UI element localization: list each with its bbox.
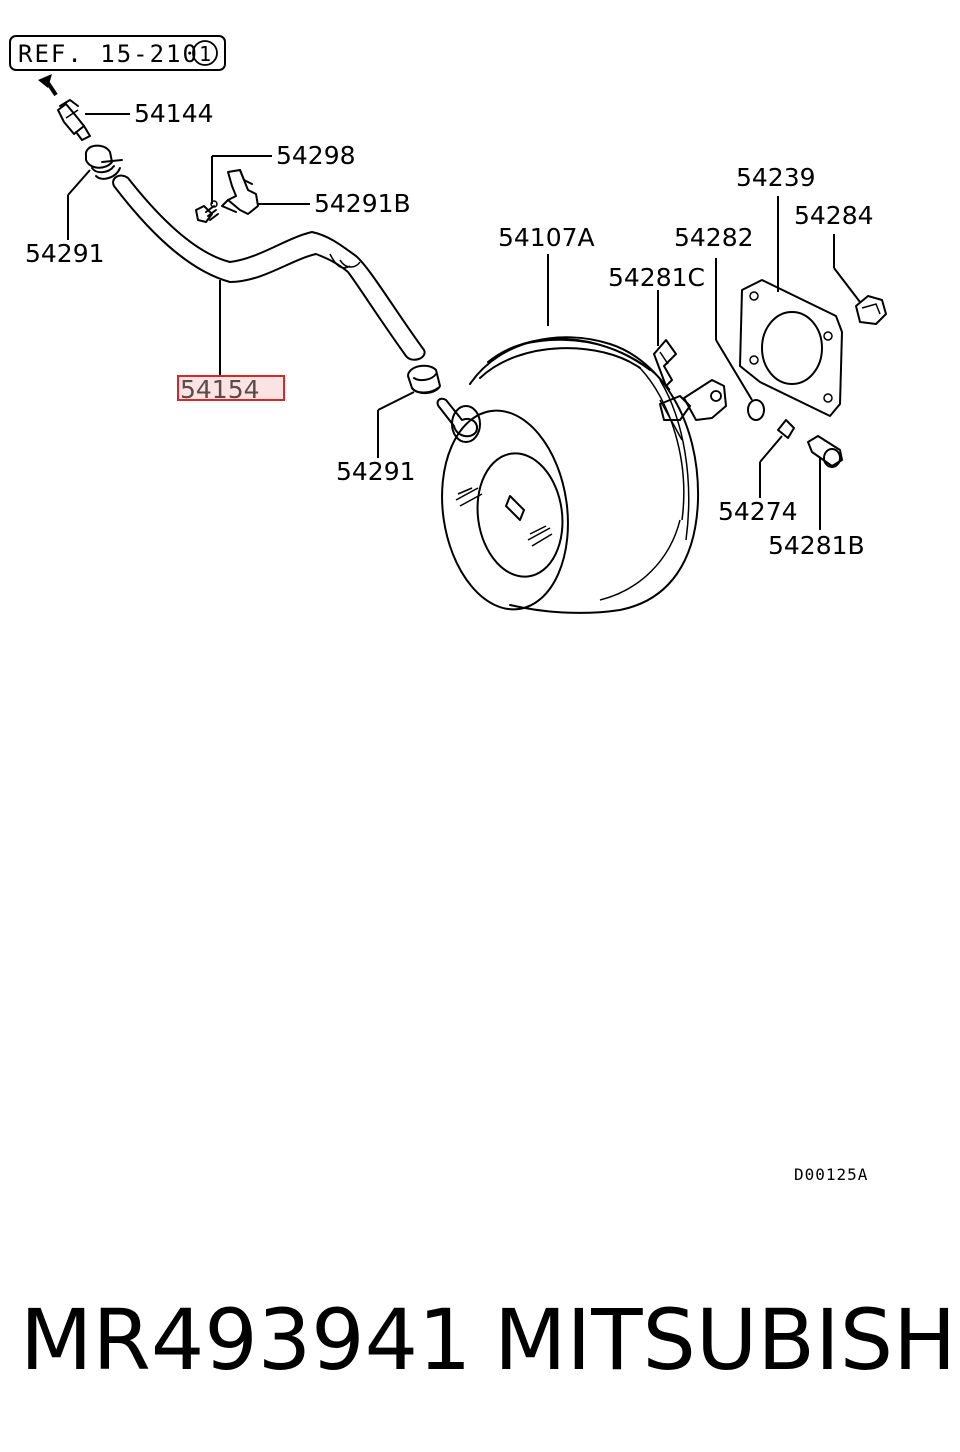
drawing-code: D00125A bbox=[794, 1165, 868, 1184]
label-54298[interactable]: 54298 bbox=[276, 141, 356, 170]
label-54144[interactable]: 54144 bbox=[134, 99, 214, 128]
label-54107A[interactable]: 54107A bbox=[498, 223, 595, 252]
leader-54291-mid-a bbox=[377, 391, 415, 411]
label-54274[interactable]: 54274 bbox=[718, 497, 798, 526]
direction-arrow-icon bbox=[38, 74, 58, 97]
leader-54291-top-a bbox=[67, 169, 91, 196]
clamp-54291-top[interactable] bbox=[84, 144, 123, 180]
pin-54281C[interactable] bbox=[653, 339, 677, 387]
vacuum-hose-54154[interactable] bbox=[112, 174, 426, 361]
label-54281C[interactable]: 54281C bbox=[608, 263, 705, 292]
reference-box[interactable]: REF. 15-210 1 bbox=[9, 35, 226, 71]
highlight-box bbox=[177, 375, 285, 401]
label-54291-mid[interactable]: 54291 bbox=[336, 457, 416, 486]
leader-54274-a bbox=[759, 435, 783, 463]
reference-number: 1 bbox=[199, 42, 211, 66]
label-54239[interactable]: 54239 bbox=[736, 163, 816, 192]
fitting-54144[interactable] bbox=[57, 99, 91, 141]
screw-54298[interactable] bbox=[195, 200, 219, 223]
label-54281B[interactable]: 54281B bbox=[768, 531, 865, 560]
label-54282[interactable]: 54282 bbox=[674, 223, 754, 252]
brake-booster-54107A[interactable] bbox=[430, 336, 727, 617]
reference-text: REF. 15-210 bbox=[18, 40, 199, 68]
clip-54274[interactable] bbox=[777, 419, 795, 439]
clamp-54291-mid[interactable] bbox=[407, 364, 441, 394]
clip-54291B[interactable] bbox=[221, 169, 259, 215]
label-54291-top[interactable]: 54291 bbox=[25, 239, 105, 268]
gasket-54239[interactable] bbox=[739, 279, 843, 417]
pin-54281B[interactable] bbox=[807, 435, 843, 468]
reference-number-circle bbox=[192, 40, 218, 66]
label-54154[interactable]: 54154 bbox=[180, 375, 260, 404]
footer: MR493941 MITSUBISHI bbox=[0, 1285, 960, 1395]
part-number: MR493941 bbox=[20, 1291, 472, 1389]
nut-54284[interactable] bbox=[855, 295, 887, 325]
brand-name: MITSUBISHI bbox=[494, 1291, 960, 1389]
label-54284[interactable]: 54284 bbox=[794, 201, 874, 230]
leader-54284-b bbox=[833, 267, 861, 303]
label-54291B[interactable]: 54291B bbox=[314, 189, 411, 218]
washer-54282[interactable] bbox=[747, 399, 765, 421]
leader-54282-b bbox=[715, 339, 753, 401]
